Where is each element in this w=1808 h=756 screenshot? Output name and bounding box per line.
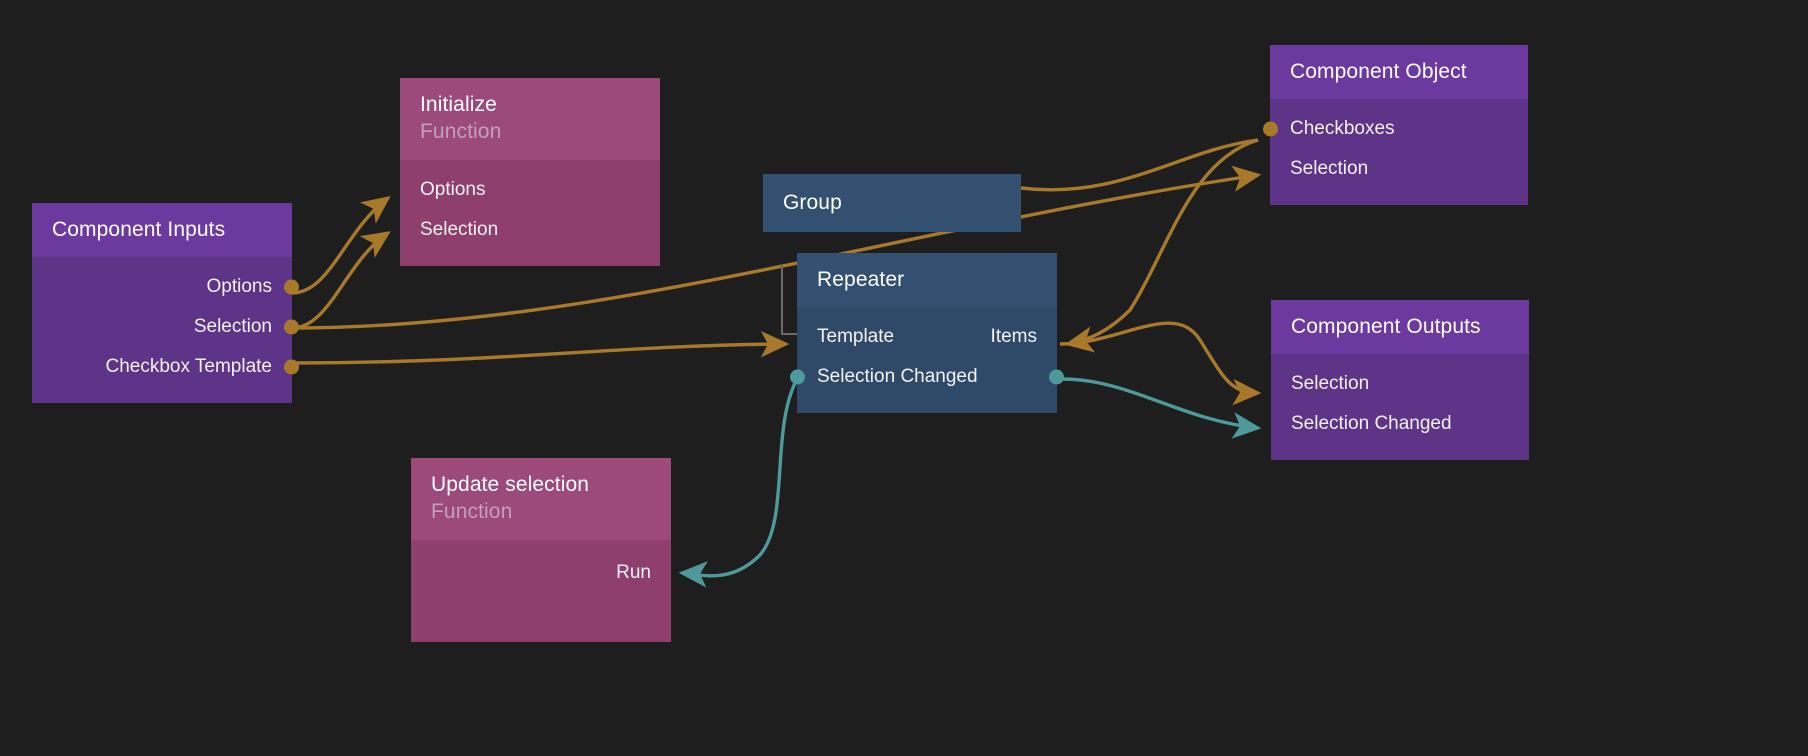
node-component-object[interactable]: Component Object Checkboxes Selection — [1263, 45, 1528, 205]
port-label-items: Items — [990, 326, 1037, 347]
node-title-text: Group — [783, 191, 842, 214]
node-title-text: Repeater — [817, 268, 905, 291]
node-body: Checkboxes Selection — [1263, 99, 1528, 205]
port-label: Options — [206, 276, 272, 297]
port-row-selection[interactable]: Selection — [32, 307, 299, 347]
node-subtitle-text: Function — [431, 500, 513, 523]
port-row-options[interactable]: Options — [32, 267, 299, 307]
node-subtitle-text: Function — [420, 120, 502, 143]
wire-options-to-initialize-selection — [291, 231, 391, 330]
port-label: Selection Changed — [817, 366, 978, 387]
port-label-template: Template — [817, 326, 895, 347]
node-body: Options Selection Checkbox Template — [32, 257, 299, 403]
port-row-selection[interactable]: Selection — [400, 210, 660, 250]
node-title: Repeater — [797, 253, 1057, 307]
port-label: Selection — [420, 219, 499, 240]
wire-repeater-selection-changed-to-run — [678, 378, 799, 588]
node-body: Template Items Selection Changed — [790, 307, 1064, 413]
node-group[interactable]: Group — [763, 174, 1021, 232]
wire-options-to-initialize-options — [291, 195, 391, 295]
node-title: Component Object — [1270, 45, 1528, 99]
node-title-text: Component Inputs — [52, 218, 226, 241]
node-initialize[interactable]: Initialize Function Options Selection — [400, 78, 660, 266]
port-row-run[interactable]: Run — [411, 550, 671, 596]
node-title-text: Initialize — [420, 93, 497, 116]
port-label: Selection — [1290, 158, 1369, 179]
wire-checkbox-template-to-repeater-template — [291, 330, 790, 365]
port-row-selection[interactable]: Selection — [1271, 364, 1529, 404]
port-label: Selection — [1291, 373, 1370, 394]
node-title: Group — [763, 174, 1021, 232]
node-repeater[interactable]: Repeater Template Items Selection Change… — [790, 253, 1064, 413]
port-row-selection[interactable]: Selection — [1270, 149, 1528, 189]
output-port-selection-changed[interactable] — [1049, 369, 1064, 385]
node-update-selection[interactable]: Update selection Function Run — [411, 458, 671, 642]
wire-group-to-component-object-checkboxes — [1020, 138, 1259, 192]
wire-component-object-checkboxes-to-repeater-items — [1064, 138, 1259, 353]
wire-repeater-items-to-component-outputs-selection — [1059, 321, 1262, 406]
group-containment-bracket — [781, 265, 801, 335]
input-port-checkboxes[interactable] — [1263, 121, 1278, 137]
node-title-text: Component Outputs — [1291, 315, 1481, 338]
output-port-options[interactable] — [284, 279, 299, 295]
node-title: Component Outputs — [1271, 300, 1529, 354]
node-title: Component Inputs — [32, 203, 292, 257]
port-row-options[interactable]: Options — [400, 170, 660, 210]
output-port-selection[interactable] — [284, 319, 299, 335]
port-row-checkboxes[interactable]: Checkboxes — [1263, 109, 1528, 149]
port-row-selection-changed[interactable]: Selection Changed — [1271, 404, 1529, 444]
port-row-checkbox-template[interactable]: Checkbox Template — [32, 347, 299, 387]
input-port-selection-changed[interactable] — [790, 369, 805, 385]
port-label: Options — [420, 179, 486, 200]
port-label: Selection — [193, 316, 272, 337]
port-row-template-items[interactable]: Template Items — [797, 317, 1057, 357]
node-component-inputs[interactable]: Component Inputs Options Selection Check… — [32, 203, 299, 403]
node-body: Selection Selection Changed — [1271, 354, 1529, 460]
port-label: Checkbox Template — [105, 356, 272, 377]
port-row-selection-changed[interactable]: Selection Changed — [790, 357, 1064, 397]
node-component-outputs[interactable]: Component Outputs Selection Selection Ch… — [1271, 300, 1529, 460]
port-label: Checkboxes — [1290, 118, 1395, 139]
node-title: Update selection Function — [411, 458, 671, 540]
node-body: Run — [411, 540, 671, 642]
node-title: Initialize Function — [400, 78, 660, 160]
port-label: Run — [616, 562, 651, 583]
node-body: Options Selection — [400, 160, 660, 266]
port-label: Selection Changed — [1291, 413, 1452, 434]
node-title-text: Component Object — [1290, 60, 1467, 83]
wire-repeater-selection-changed-to-outputs — [1061, 377, 1262, 439]
output-port-checkbox-template[interactable] — [284, 359, 299, 375]
node-title-text: Update selection — [431, 473, 590, 496]
